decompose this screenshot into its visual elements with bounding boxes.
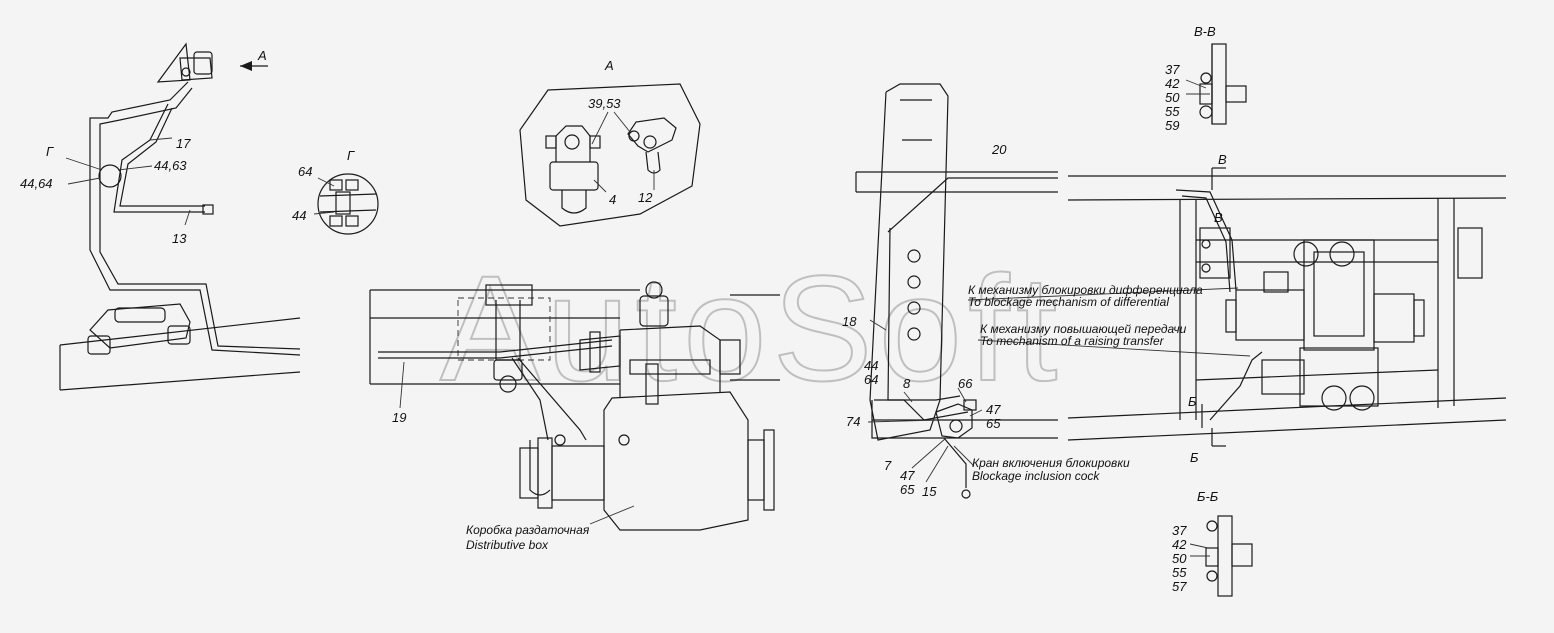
section-vv-item: 59	[1165, 118, 1179, 133]
callout-19: 19	[392, 410, 406, 425]
cut-b-bottom: Б	[1190, 450, 1199, 465]
callout-47-bottom: 47	[900, 468, 915, 483]
callout-7: 7	[884, 458, 892, 473]
note-distributive-box-en: Distributive box	[466, 538, 549, 552]
callout-12: 12	[638, 190, 653, 205]
watermark: AutoSoft	[440, 244, 1063, 412]
section-vv-list: 37 42 50 55 59	[1165, 62, 1180, 133]
callout-44-64: 44,64	[20, 176, 53, 191]
section-vv-view	[1185, 43, 1247, 125]
cut-v-bottom: В	[1214, 210, 1223, 225]
callout-74: 74	[846, 414, 860, 429]
callout-65-right: 65	[986, 416, 1001, 431]
view-g-title: Г	[347, 148, 355, 163]
section-bb-list: 37 42 50 55 57	[1172, 523, 1187, 594]
transfer-case-view	[369, 281, 780, 531]
callout-64: 64	[298, 164, 312, 179]
section-bb-title: Б-Б	[1197, 489, 1219, 504]
callout-66: 66	[958, 376, 973, 391]
note-distributive-box-ru: Коробка раздаточная	[466, 523, 590, 537]
callout-17: 17	[176, 136, 191, 151]
callout-18: 18	[842, 314, 857, 329]
section-bb-item: 42	[1172, 537, 1187, 552]
section-bb-item: 55	[1172, 565, 1187, 580]
circle-g-label: Г	[46, 144, 54, 159]
detail-g-view	[313, 173, 379, 235]
callout-44: 44	[292, 208, 306, 223]
section-vv-item: 37	[1165, 62, 1180, 77]
section-bb-item: 37	[1172, 523, 1187, 538]
section-vv-item: 50	[1165, 90, 1180, 105]
section-bb-item: 50	[1172, 551, 1187, 566]
callout-13: 13	[172, 231, 187, 246]
callout-15: 15	[922, 484, 937, 499]
arrow-a-label: А	[257, 48, 267, 63]
note-cock-en: Blockage inclusion cock	[972, 469, 1100, 483]
note-raising-ru: К механизму повышающей передачи	[980, 322, 1187, 336]
callout-65-bottom: 65	[900, 482, 915, 497]
section-vv-title: В-В	[1194, 24, 1216, 39]
section-bb-item: 57	[1172, 579, 1187, 594]
left-pipe-routing-view	[59, 42, 301, 391]
callout-47-right: 47	[986, 402, 1001, 417]
callout-44-frame: 44	[864, 358, 878, 373]
section-vv-item: 55	[1165, 104, 1180, 119]
note-diff-lock-en: To blockage mechanism of differential	[968, 295, 1169, 309]
view-a	[519, 83, 701, 227]
callout-44-63: 44,63	[154, 158, 187, 173]
cut-b-top: Б	[1188, 394, 1197, 409]
cut-v-top: В	[1218, 152, 1227, 167]
frame-cock-view	[855, 83, 1251, 499]
note-diff-lock-ru: К механизму блокировки дифференциала	[968, 283, 1203, 297]
note-cock-ru: Кран включения блокировки	[972, 456, 1130, 470]
callout-39-53: 39,53	[588, 96, 621, 111]
callout-4: 4	[609, 192, 616, 207]
note-raising-en: To mechanism of a raising transfer	[980, 334, 1165, 348]
view-a-title: А	[604, 58, 614, 73]
section-vv-item: 42	[1165, 76, 1180, 91]
section-bb-view	[1189, 515, 1253, 597]
callout-64-frame: 64	[864, 372, 878, 387]
callout-8: 8	[903, 376, 911, 391]
callout-20: 20	[991, 142, 1007, 157]
chassis-top-view	[1067, 167, 1507, 447]
